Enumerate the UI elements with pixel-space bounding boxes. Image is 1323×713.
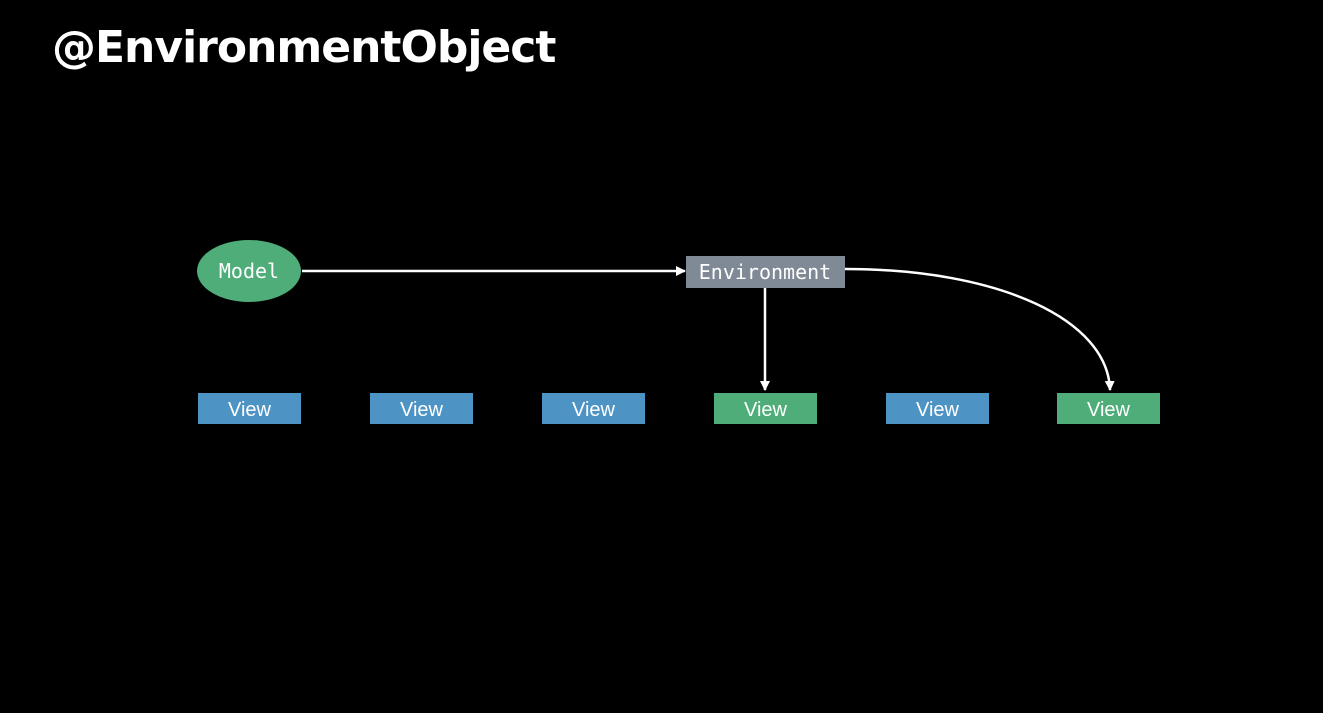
environment-box xyxy=(686,256,845,288)
view-label: View xyxy=(400,399,444,421)
view-label: View xyxy=(228,399,272,421)
environment-to-view-6-arrow xyxy=(844,267,1115,391)
view-label: View xyxy=(916,399,960,421)
view-label: View xyxy=(572,399,616,421)
view-node-2: View xyxy=(370,393,473,424)
view-box xyxy=(370,393,473,424)
view-node-1: View xyxy=(198,393,301,424)
view-node-5: View xyxy=(886,393,989,424)
view-label: View xyxy=(1087,399,1131,421)
view-box xyxy=(1057,393,1160,424)
view-node-3: View xyxy=(542,393,645,424)
view-node-6: View xyxy=(1057,393,1160,424)
view-box xyxy=(886,393,989,424)
view-node-4: View xyxy=(714,393,817,424)
slide-title: @EnvironmentObject xyxy=(52,22,556,73)
environment-label: Environment xyxy=(699,260,831,284)
view-label: View xyxy=(744,399,788,421)
model-ellipse xyxy=(197,240,301,302)
view-box xyxy=(198,393,301,424)
environment-node: Environment xyxy=(686,256,845,288)
model-node: Model xyxy=(197,240,301,302)
model-label: Model xyxy=(219,259,279,283)
view-box xyxy=(714,393,817,424)
view-box xyxy=(542,393,645,424)
